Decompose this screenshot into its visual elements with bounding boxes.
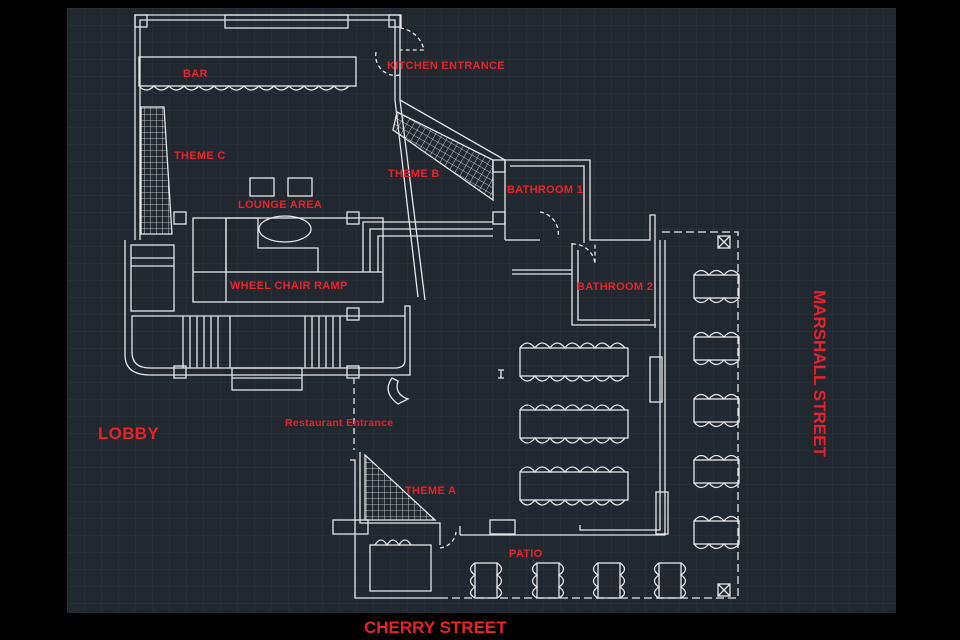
- wheel-chair-ramp: [192, 217, 493, 303]
- label-restaurant-entrance: Restaurant Entrance: [285, 417, 394, 429]
- label-kitchen-entrance: KITCHEN ENTRANCE: [387, 60, 505, 72]
- patio-tables: [469, 562, 687, 599]
- label-bathroom-2: BATHROOM 2: [577, 281, 654, 293]
- lobby-stairs: [124, 240, 411, 391]
- lounge-sofa: [258, 215, 312, 243]
- label-wheel-chair-ramp: WHEEL CHAIR RAMP: [230, 280, 348, 292]
- lounge-table: [249, 177, 275, 197]
- label-lobby: LOBBY: [98, 424, 159, 443]
- theme-c-feature: [140, 106, 173, 235]
- label-bar: BAR: [183, 68, 208, 80]
- floor-plan-drawing: [67, 8, 896, 613]
- theme-a-feature: [364, 453, 437, 521]
- label-cherry-street: CHERRY STREET: [364, 618, 507, 637]
- label-bathroom-1: BATHROOM 1: [507, 184, 584, 196]
- kitchen-door: [375, 27, 425, 77]
- bar-counter: [138, 56, 357, 91]
- theme-b-feature: [392, 111, 494, 202]
- label-patio: PATIO: [509, 548, 543, 560]
- label-marshall-street: MARSHALL STREET: [810, 290, 829, 457]
- grid-background: [67, 8, 896, 613]
- bathroom-walls: [505, 159, 656, 328]
- label-theme-c: THEME C: [174, 150, 226, 162]
- side-tables: [693, 269, 740, 550]
- dining-tables: [498, 342, 629, 506]
- label-theme-a: THEME A: [405, 485, 457, 497]
- label-lounge-area: LOUNGE AREA: [238, 199, 323, 211]
- restaurant-walls: [440, 231, 739, 599]
- floor-plan-canvas: BAR KITCHEN ENTRANCE THEME C THEME B LOU…: [67, 8, 896, 613]
- entrance-ornament: [387, 377, 410, 405]
- label-theme-b: THEME B: [388, 168, 440, 180]
- bar-walls: [134, 14, 426, 301]
